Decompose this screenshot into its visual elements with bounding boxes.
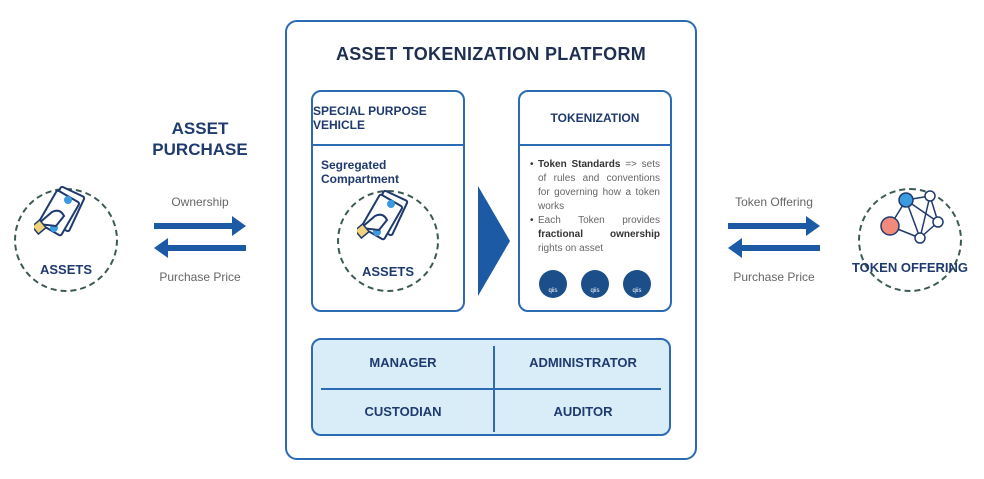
text: => sets of rules and conventions for gov… (538, 159, 661, 212)
role-administrator: ADMINISTRATOR (529, 355, 637, 370)
tokenization-title: TOKENIZATION (520, 92, 670, 146)
arrow-left (154, 238, 246, 258)
token-offering-label: TOKEN OFFERING (851, 260, 969, 275)
money-hand-icon (34, 186, 86, 237)
arrow-right (728, 216, 820, 236)
token-offering-arrow-label: Token Offering (735, 195, 813, 209)
heading-line2: PURCHASE (152, 140, 248, 159)
spv-subtitle: Segregated Compartment (321, 158, 400, 186)
spv-assets-label: ASSETS (361, 264, 414, 279)
token-logo-icon: qiis (539, 270, 567, 298)
platform-title: ASSET TOKENIZATION PLATFORM (335, 44, 647, 64)
spv-card: SPECIAL PURPOSE VEHICLE Segregated Compa… (311, 90, 465, 312)
bullet-fractional-ownership: Each Token provides fractional ownership… (530, 214, 660, 256)
token-logo-icon: qiis (623, 270, 651, 298)
purchase-price-label: Purchase Price (159, 270, 241, 284)
exchange-arrows-icon (728, 216, 820, 258)
asset-purchase-heading: ASSET PURCHASE (140, 118, 260, 160)
bullet-token-standards: Token Standards => sets of rules and con… (530, 158, 660, 214)
ownership-label: Ownership (171, 195, 229, 209)
token-logo-icon: qiis (581, 270, 609, 298)
role-auditor: AUDITOR (553, 404, 613, 419)
token-logos: qiis qiis qiis (520, 270, 670, 298)
spv-title: SPECIAL PURPOSE VEHICLE (313, 92, 463, 146)
purchase-price-label-right: Purchase Price (733, 270, 815, 284)
text: rights on asset (538, 243, 604, 254)
token-offering-node (858, 188, 962, 292)
role-manager: MANAGER (369, 355, 437, 370)
bold-text: Token Standards (538, 159, 621, 170)
heading-line1: ASSET (171, 119, 229, 138)
network-icon (880, 190, 944, 244)
roles-box: MANAGER ADMINISTRATOR CUSTODIAN AUDITOR (311, 338, 671, 436)
exchange-arrows-icon (154, 216, 246, 258)
chevron-right-icon (478, 186, 510, 296)
divider (321, 388, 661, 390)
bold-text: fractional ownership (538, 229, 660, 240)
money-hand-icon (357, 190, 409, 241)
assets-label: ASSETS (39, 262, 92, 277)
text: Each Token provides (538, 215, 660, 226)
arrow-left (728, 238, 820, 258)
tokenization-card: TOKENIZATION Token Standards => sets of … (518, 90, 672, 312)
arrow-right (154, 216, 246, 236)
role-custodian: CUSTODIAN (364, 404, 442, 419)
platform-box (285, 20, 697, 460)
tokenization-bullets: Token Standards => sets of rules and con… (530, 158, 660, 256)
